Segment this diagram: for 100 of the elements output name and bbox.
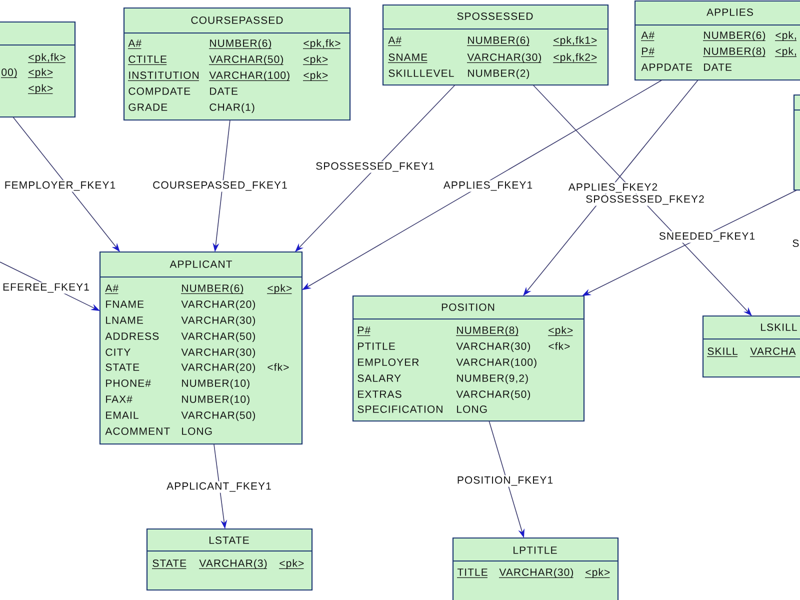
key-tag: <pk, [774,47,797,57]
data-type: LONG [182,427,212,435]
entity-table [123,7,351,121]
data-type: VARCHAR(50) [456,390,530,400]
key-tag: <pk> [548,326,574,336]
column-name: SNAME [388,53,428,63]
table-title: APPLIES [706,8,753,16]
column-name: SKILL [706,347,738,357]
edge-label: SPOSSESSED_FKEY1 [314,161,436,173]
data-type: VARCHAR(3) [198,559,268,569]
column-name: A# [104,284,118,294]
data-type: DATE [704,64,732,71]
relationship-arrow [532,84,752,316]
data-type: VARCHAR(100) [208,71,290,81]
column-name: CTITLE [128,55,167,65]
data-type: DATE [210,88,238,95]
edge-label: EFEREE_FKEY1 [2,282,90,294]
data-type: NUMBER(10) [182,395,250,405]
data-type: NUMBER(8) [456,326,519,336]
column-name: LNAME [106,316,143,324]
column-name: P# [640,48,655,57]
data-type: NUMBER(6) [208,39,272,49]
table-title: LPTITLE [514,546,557,554]
column-name: A# [128,40,142,49]
entity-table [0,21,76,118]
column-name: SPECIFICATION [358,405,442,413]
table-title: LSKILL [761,323,797,331]
entity-table [146,528,313,591]
column-name: STATE [106,363,140,371]
entity-table [702,315,800,378]
column-name: ACOMMENT [105,427,170,435]
column-name: FAX# [106,396,132,403]
entity-table [382,4,609,86]
data-type: NUMBER(6) [466,36,530,46]
column-name: FNAME [106,300,144,308]
data-type: NUMBER(6) [702,31,766,41]
table-title: POSITION [442,303,494,311]
entity-table [634,0,800,81]
data-type: NUMBER(6) [180,284,244,294]
edge-label: FEMPLOYER_FKEY1 [3,180,117,192]
edge-label: COURSEPASSED_FKEY1 [152,180,288,192]
key-tag: <fk> [548,342,570,350]
column-name: COMPDATE [128,87,190,95]
key-tag: <pk> [278,559,304,569]
key-tag: <pk> [302,55,328,65]
edge-label: APPLIES_FKEY2 [567,182,659,194]
column-name: PTITLE [358,342,395,350]
column-name: PHONE# [106,379,151,387]
data-type: CHAR(1) [210,103,254,113]
data-type: VARCHAR(50) [181,411,255,421]
column-name: APPDATE [641,64,692,71]
key-tag: <pk> [28,84,54,94]
data-type: NUMBER(8) [702,47,766,57]
column-name: A# [388,36,402,46]
data-type: VARCHAR(30) [466,53,542,63]
column-name: TITLE [456,568,488,578]
data-type: VARCHA [750,347,796,357]
table-title: SPOSSESSED [457,12,533,20]
column-name: SALARY [358,374,401,382]
key-tag: <pk,fk2> [552,53,598,63]
table-title: LSTATE [210,536,249,544]
table-title: APPLICANT [170,260,232,268]
data-type: VARCHAR(30) [181,348,255,358]
key-tag: <pk> [584,568,610,578]
key-tag: <pk,fk1> [552,36,598,46]
key-tag: <pk> [302,71,328,81]
edge-label: SPOSSESSED_FKEY2 [584,194,706,206]
column-name: EMPLOYER [358,358,419,366]
data-type: 00) [0,68,18,78]
edge-label: APPLICANT_FKEY1 [166,481,272,493]
key-tag: <fk> [268,363,289,371]
edge-label: APPLIES_FKEY1 [442,180,534,192]
data-type: NUMBER(10) [182,379,250,389]
column-name: ADDRESS [105,332,159,340]
key-tag: <pk, [774,31,797,41]
data-type: VARCHAR(20) [181,363,255,373]
key-tag: <pk,fk> [28,53,66,63]
column-name: EMAIL [106,412,138,419]
column-name: P# [356,326,370,336]
key-tag: <pk> [28,68,54,78]
edge-label: POSITION_FKEY1 [456,475,554,487]
column-name: INSTITUTION [128,71,200,81]
data-type: VARCHAR(30) [456,342,530,352]
column-name: GRADE [128,103,168,111]
column-name: SKILLLEVEL [388,69,454,77]
edge-label: SNEEDED_FKEY1 [658,231,756,243]
data-type: VARCHAR(100) [456,358,536,368]
data-type: LONG [457,405,487,413]
data-type: NUMBER(9,2) [457,374,528,384]
entity-table [452,537,619,600]
column-name: CITY [106,348,130,356]
data-type: VARCHAR(20) [181,300,255,310]
data-type: VARCHAR(50) [181,332,255,342]
entity-table [352,295,585,422]
key-tag: <pk> [266,284,292,294]
entity-table [793,94,800,191]
data-type: NUMBER(2) [468,69,530,79]
key-tag: <pk,fk> [302,39,341,49]
text-label: S [792,239,799,247]
data-type: VARCHAR(50) [208,55,284,65]
